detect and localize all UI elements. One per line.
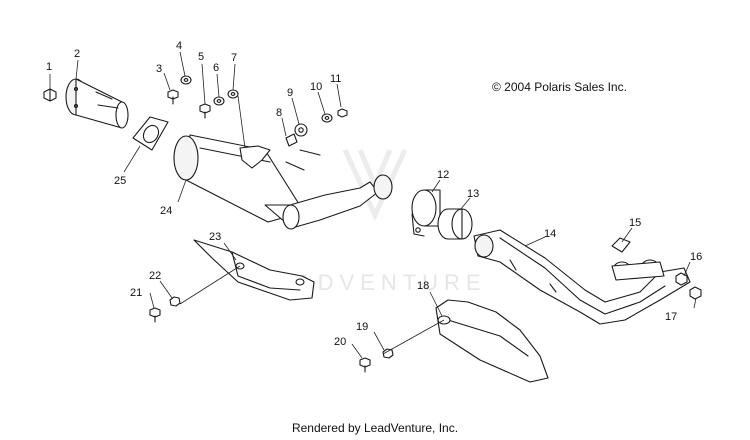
part-6-washer[interactable]	[213, 96, 225, 106]
part-2-spark-arrestor[interactable]	[65, 78, 129, 129]
callout-6: 6	[213, 62, 219, 74]
part-4-washer[interactable]	[180, 75, 192, 85]
callout-11: 11	[330, 73, 341, 85]
part-21-bolt[interactable]	[149, 307, 161, 323]
callout-9: 9	[287, 87, 293, 99]
part-12-clamp[interactable]	[411, 189, 441, 237]
callout-7: 7	[231, 52, 237, 64]
callout-5: 5	[198, 51, 204, 63]
callout-18: 18	[417, 280, 429, 292]
footer-credit: Rendered by LeadVenture, Inc.	[291, 421, 459, 435]
callout-labels: 1 2 3 4 5 6 7 8 9 10 11 12 13 14 15 16 1…	[46, 40, 702, 348]
part-11-nut[interactable]	[337, 108, 348, 118]
part-24-muffler[interactable]	[173, 134, 393, 230]
part-18-heat-shield[interactable]	[435, 299, 549, 383]
part-8-spacer[interactable]	[285, 133, 298, 147]
callout-20: 20	[334, 336, 346, 348]
part-10-washer[interactable]	[321, 113, 333, 123]
callout-17: 17	[665, 311, 677, 323]
callout-24: 24	[160, 205, 172, 217]
part-17-nut[interactable]	[689, 286, 702, 300]
callout-8: 8	[276, 107, 282, 119]
part-7-washer[interactable]	[227, 89, 239, 99]
part-23-heat-shield[interactable]	[193, 239, 315, 301]
part-15-gasket[interactable]	[611, 237, 631, 253]
part-14-head-pipe[interactable]	[473, 229, 691, 325]
callout-16: 16	[690, 251, 702, 263]
callout-21: 21	[130, 287, 142, 299]
callout-15: 15	[629, 217, 641, 229]
callout-13: 13	[467, 188, 479, 200]
callout-14: 14	[544, 228, 556, 240]
leader-lines	[49, 51, 697, 359]
part-20-bolt[interactable]	[359, 357, 371, 373]
callout-12: 12	[437, 169, 449, 181]
callout-19: 19	[356, 321, 368, 333]
callout-10: 10	[310, 81, 322, 93]
callout-4: 4	[176, 40, 182, 52]
part-1-bolt[interactable]	[43, 88, 57, 102]
callout-23: 23	[209, 231, 221, 243]
callout-3: 3	[156, 63, 162, 75]
part-13-sleeve[interactable]	[437, 208, 473, 240]
callout-22: 22	[149, 270, 161, 282]
part-19-washer[interactable]	[382, 348, 394, 359]
copyright-text: © 2004 Polaris Sales Inc.	[492, 80, 627, 94]
callout-25: 25	[114, 175, 126, 187]
part-22-washer[interactable]	[169, 296, 181, 307]
part-3-bolt[interactable]	[167, 89, 179, 105]
part-16-nut[interactable]	[675, 272, 688, 286]
part-25-gasket[interactable]	[132, 116, 169, 151]
part-5-bolt[interactable]	[199, 103, 211, 119]
callout-2: 2	[74, 48, 80, 60]
part-9-grommet[interactable]	[294, 123, 308, 137]
callout-1: 1	[46, 61, 52, 73]
